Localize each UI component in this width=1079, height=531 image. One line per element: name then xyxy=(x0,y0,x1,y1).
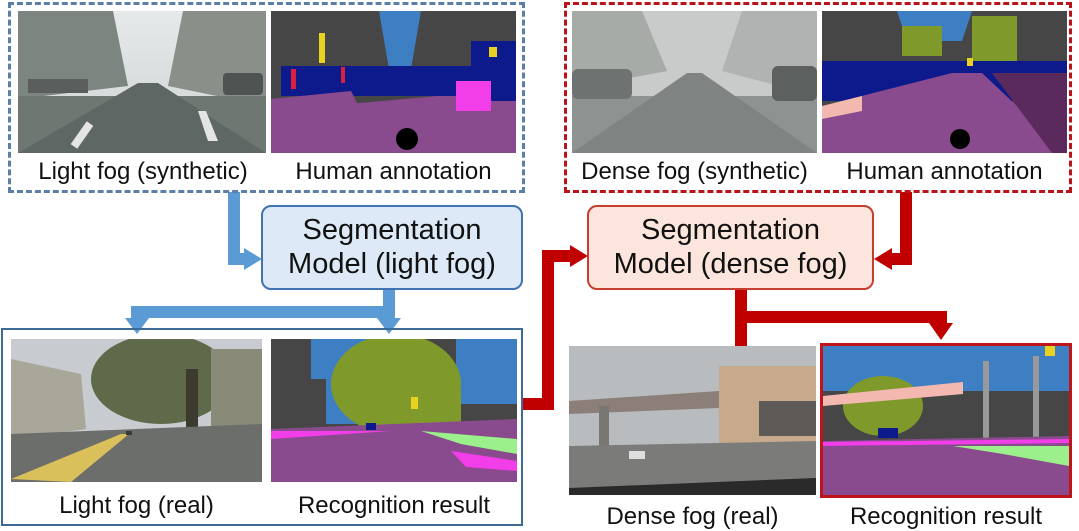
arrow-dense-apply xyxy=(735,290,953,346)
dense-real-image xyxy=(569,346,816,495)
light-synthetic-image-caption: Light fog (synthetic) xyxy=(38,158,248,185)
dense-real-result-caption: Recognition result xyxy=(849,503,1043,530)
light-synthetic-group xyxy=(8,2,525,193)
arrow-curriculum xyxy=(523,245,588,410)
arrow-dense-train xyxy=(874,192,912,270)
light-synthetic-annotation xyxy=(271,11,516,153)
light-real-result-caption: Recognition result xyxy=(297,492,491,519)
segmentation-model-dense-fog: Segmentation Model (dense fog) xyxy=(587,205,874,290)
model-light-line2: Model (light fog) xyxy=(288,247,496,280)
model-light-line1: Segmentation xyxy=(302,214,482,247)
arrow-light-train xyxy=(228,192,262,270)
light-synthetic-annotation-caption: Human annotation xyxy=(295,158,492,185)
dense-synthetic-annotation xyxy=(822,11,1067,153)
light-real-group xyxy=(1,328,523,526)
dense-real-image-caption: Dense fog (real) xyxy=(606,503,779,530)
arrow-light-apply xyxy=(125,290,401,334)
light-real-image-caption: Light fog (real) xyxy=(59,492,214,519)
dense-synthetic-group xyxy=(564,2,1072,193)
dense-synthetic-image-caption: Dense fog (synthetic) xyxy=(581,158,808,185)
model-dense-line2: Model (dense fog) xyxy=(613,247,848,280)
dense-real-result-frame xyxy=(820,343,1072,498)
segmentation-model-light-fog: Segmentation Model (light fog) xyxy=(261,205,523,290)
dense-synthetic-image xyxy=(572,11,817,153)
dense-real-result xyxy=(823,346,1069,495)
light-real-image xyxy=(11,339,262,482)
dense-synthetic-annotation-caption: Human annotation xyxy=(846,158,1043,185)
light-synthetic-image xyxy=(18,11,266,153)
model-dense-line1: Segmentation xyxy=(641,214,820,247)
light-real-result xyxy=(271,339,517,482)
